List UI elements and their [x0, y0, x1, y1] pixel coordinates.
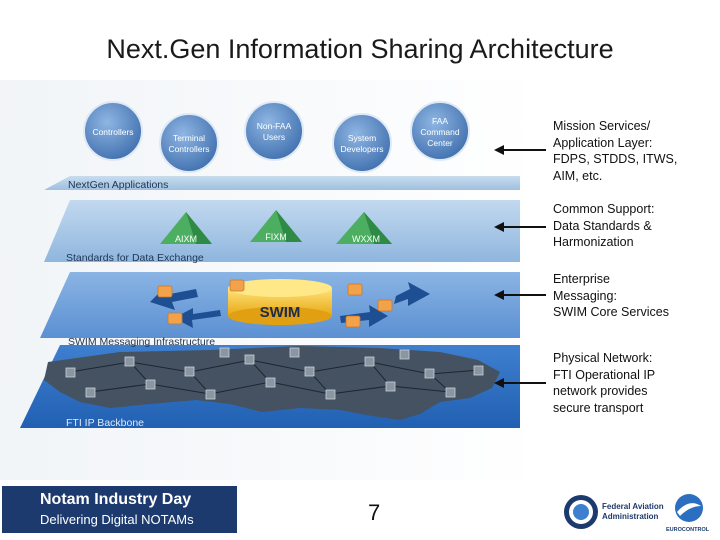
standards-layer-label: Standards for Data Exchange	[66, 252, 204, 264]
faa-wordmark: Federal Aviation Administration	[602, 502, 664, 522]
wxxm-standard: WXXM	[336, 212, 392, 244]
swim-core-cylinder: SWIM	[228, 279, 332, 325]
faa-seal-logo	[564, 495, 598, 529]
arrow-common-icon	[494, 222, 546, 232]
eurocontrol-logo	[675, 494, 703, 522]
note-enterprise-messaging: Enterprise Messaging: SWIM Core Services	[553, 271, 669, 321]
user-circle-system-developers: System Developers	[332, 113, 392, 173]
faa-line-1: Federal Aviation	[602, 502, 664, 511]
fixm-label: FIXM	[265, 232, 287, 242]
page-title: Next.Gen Information Sharing Architectur…	[106, 34, 614, 64]
fti-backbone-label: FTI IP Backbone	[66, 417, 144, 429]
note-physical-line-2: FTI Operational IP	[553, 367, 656, 382]
faa-cc-label-1: FAA	[432, 116, 448, 126]
note-physical-line-3: network provides	[553, 384, 648, 398]
applications-layer-label: NextGen Applications	[68, 179, 168, 191]
arrow-mission-icon	[494, 145, 546, 155]
note-mission-line-2: Application Layer:	[553, 135, 653, 150]
swim-layer-label: SWIM Messaging Infrastructure	[68, 336, 215, 348]
aixm-standard: AIXM	[160, 212, 212, 244]
faa-cc-label-2: Command	[420, 127, 459, 137]
faa-line-2: Administration	[602, 512, 659, 521]
note-physical-network: Physical Network: FTI Operational IP net…	[553, 350, 655, 416]
wxxm-label: WXXM	[352, 234, 380, 244]
user-circle-terminal-controllers: Terminal Controllers	[159, 113, 219, 173]
user-circle-faa-command-center: FAA Command Center	[410, 101, 470, 161]
sysdev-label-1: System	[348, 133, 376, 143]
network-nodes	[65, 347, 484, 400]
arrow-physical-icon	[494, 378, 546, 388]
note-mission-services: Mission Services/ Application Layer: FDP…	[553, 118, 677, 184]
note-enterprise-line-1: Enterprise	[553, 272, 610, 286]
nonfaa-label-1: Non-FAA	[257, 121, 292, 131]
aixm-label: AIXM	[175, 234, 197, 244]
note-physical-line-4: secure transport	[553, 400, 644, 415]
note-common-line-1: Common Support:	[553, 202, 655, 216]
user-circle-non-faa-users: Non-FAA Users	[244, 101, 304, 161]
controllers-label: Controllers	[92, 127, 133, 137]
note-common-support: Common Support: Data Standards & Harmoni…	[553, 201, 654, 251]
swim-service-nodes	[157, 279, 393, 328]
fixm-standard: FIXM	[250, 210, 302, 242]
note-mission-line-4: AIM, etc.	[553, 168, 603, 183]
sysdev-label-2: Developers	[341, 144, 384, 154]
note-common-line-3: Harmonization	[553, 235, 634, 249]
note-physical-line-1: Physical Network:	[553, 351, 653, 365]
note-enterprise-line-2: Messaging:	[553, 288, 617, 303]
nonfaa-label-2: Users	[263, 132, 285, 142]
notam-banner: Notam Industry Day Delivering Digital NO…	[2, 486, 237, 533]
applications-plane	[44, 176, 520, 190]
faa-cc-label-3: Center	[427, 138, 453, 148]
terminal-label-1: Terminal	[173, 133, 205, 143]
note-common-line-2: Data Standards &	[553, 218, 652, 233]
note-enterprise-line-3: SWIM Core Services	[553, 305, 669, 319]
arrow-enterprise-icon	[494, 290, 546, 300]
note-mission-line-1: Mission Services/	[553, 119, 651, 133]
banner-title: Notam Industry Day	[40, 491, 192, 508]
user-circle-controllers: Controllers	[83, 101, 143, 161]
terminal-label-2: Controllers	[168, 144, 209, 154]
note-mission-line-3: FDPS, STDDS, ITWS,	[553, 152, 678, 166]
swim-core-label: SWIM	[260, 304, 301, 321]
banner-subtitle: Delivering Digital NOTAMs	[40, 512, 194, 527]
pointer-arrows	[494, 145, 546, 388]
page-number: 7	[368, 500, 381, 525]
eurocontrol-wordmark: EUROCONTROL	[666, 527, 710, 533]
